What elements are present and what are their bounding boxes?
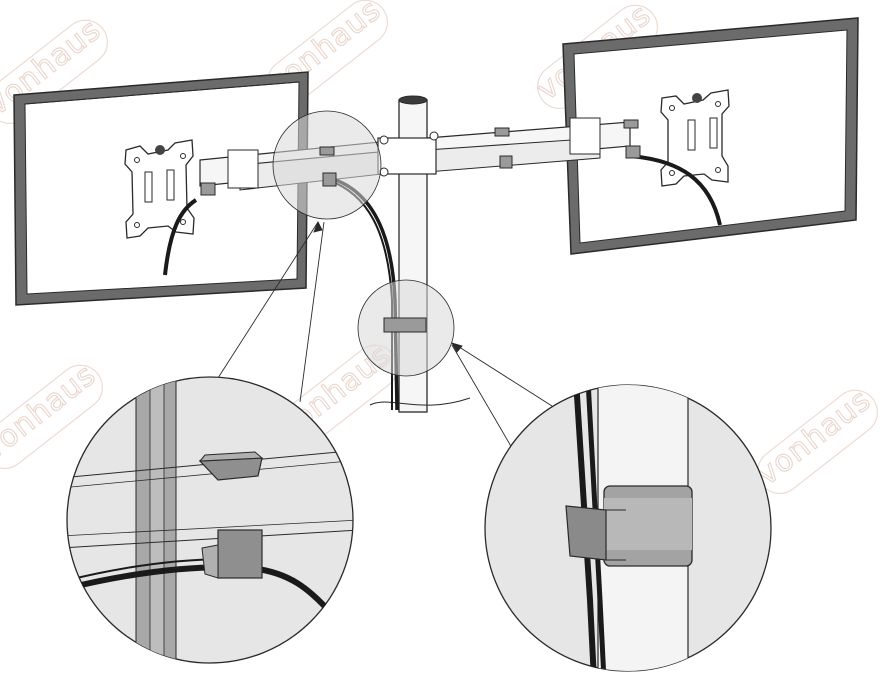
- watermark: vonhaus: [750, 382, 878, 494]
- left-monitor-cable: [163, 198, 198, 276]
- arm-bottom-clip: [322, 172, 337, 187]
- arm-clip-highlight: [272, 110, 382, 220]
- magnified-pole-clip: [565, 485, 693, 567]
- left-vesa-plate: [124, 139, 195, 239]
- pole-clip: [383, 317, 427, 333]
- pole-clip-magnifier: [484, 384, 772, 672]
- arm-clip-magnifier: [66, 376, 354, 664]
- magnified-top-clip: [198, 451, 264, 481]
- arm-hub: [377, 131, 439, 177]
- right-vesa-plate: [660, 89, 730, 187]
- leader-lines: [217, 220, 553, 449]
- right-monitor-cable: [629, 154, 722, 226]
- arm-top-clip: [319, 146, 335, 156]
- magnified-bottom-clip: [201, 529, 263, 579]
- right-arm: [426, 117, 641, 173]
